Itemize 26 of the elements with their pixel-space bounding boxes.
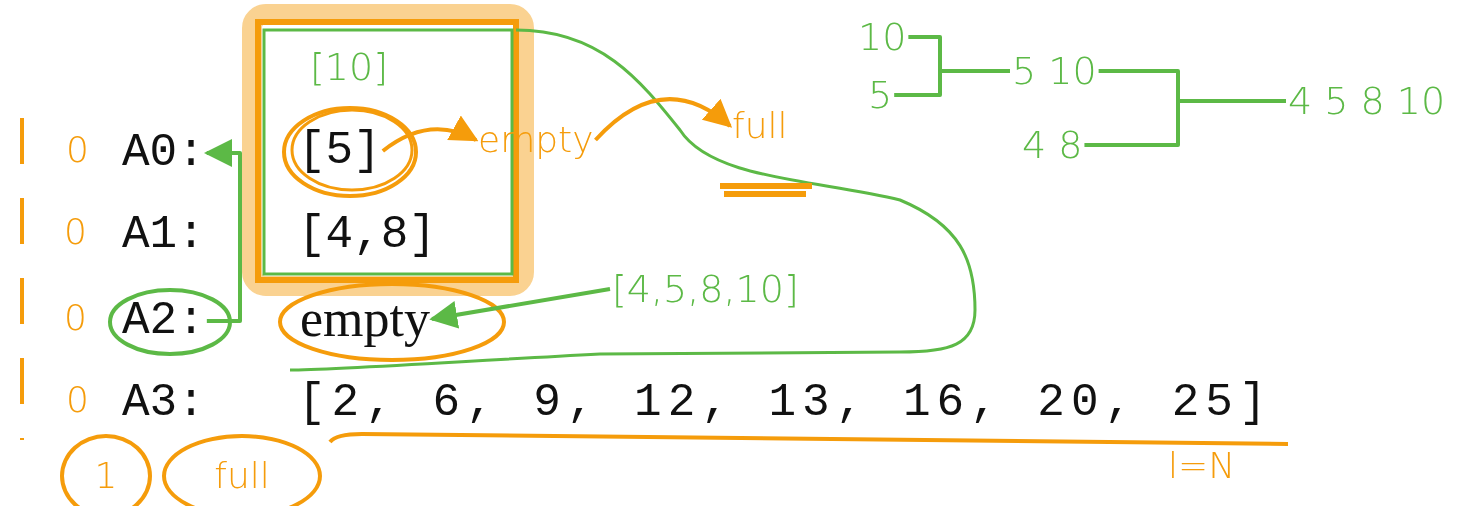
handwritten-note: 0 bbox=[66, 132, 89, 168]
handwritten-note: 5 bbox=[868, 76, 893, 114]
handwritten-note: 0 bbox=[64, 300, 87, 336]
array-value: [2, 6, 9, 12, 13, 16, 20, 25] bbox=[298, 380, 1273, 426]
row-label: A3: bbox=[122, 380, 205, 426]
array-value: [4,8] bbox=[298, 212, 437, 258]
handwritten-note: 4 8 bbox=[1022, 126, 1083, 164]
handwritten-note: l=N bbox=[1168, 448, 1236, 484]
handwritten-note: 0 bbox=[66, 382, 89, 418]
arrow bbox=[381, 116, 479, 153]
handwritten-note: full bbox=[732, 108, 788, 144]
row-label: A1: bbox=[122, 212, 205, 258]
connector-line bbox=[894, 69, 1010, 97]
arrow bbox=[204, 139, 242, 323]
handwritten-note: [10] bbox=[310, 48, 388, 86]
circled-note: 1 bbox=[60, 434, 152, 506]
arrow bbox=[429, 287, 611, 329]
row-label: A0: bbox=[122, 130, 205, 176]
connector-line bbox=[1084, 99, 1286, 147]
handwritten-note: 0 bbox=[64, 214, 87, 250]
circled-note: full bbox=[162, 434, 322, 506]
handwritten-note: 5 10 bbox=[1012, 52, 1097, 90]
arrow bbox=[594, 97, 733, 142]
handwritten-note: 10 bbox=[858, 18, 907, 56]
handwritten-note: [4,5,8,10] bbox=[612, 270, 799, 308]
handwritten-note: 4 5 8 10 bbox=[1288, 82, 1446, 120]
